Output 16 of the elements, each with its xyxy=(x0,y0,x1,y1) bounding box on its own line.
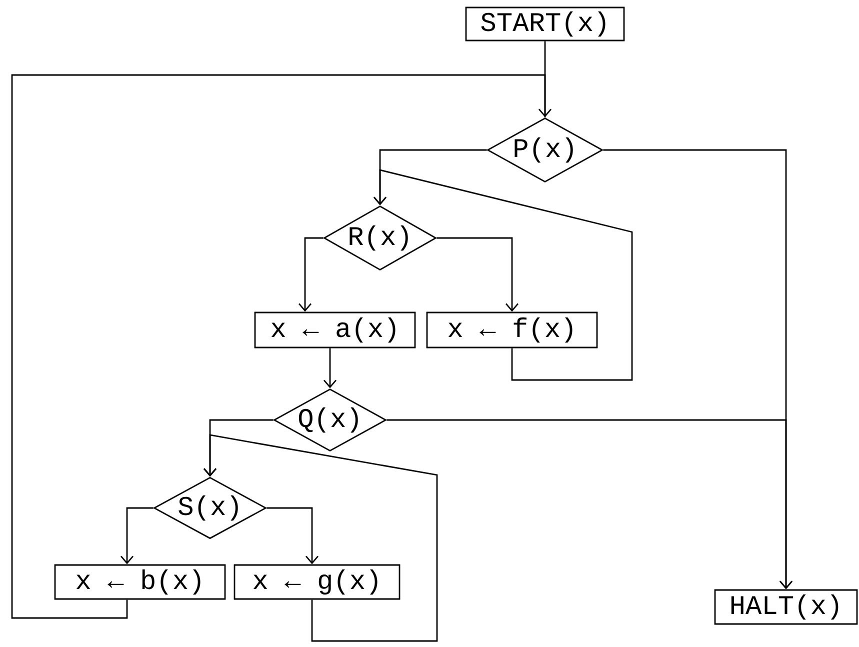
arrow xyxy=(203,434,438,642)
connector-line xyxy=(544,41,546,118)
arrow xyxy=(436,237,519,312)
process-box: x ← f(x) xyxy=(426,312,598,348)
arrow xyxy=(373,169,633,381)
arrow xyxy=(323,348,337,388)
process-box: HALT(x) xyxy=(714,589,858,625)
process-box: x ← a(x) xyxy=(254,312,416,348)
arrow xyxy=(266,507,319,564)
arrow xyxy=(298,237,324,312)
arrow xyxy=(11,74,552,619)
process-box: x ← g(x) xyxy=(234,564,400,600)
process-box: START(x) xyxy=(465,6,625,42)
arrow xyxy=(120,507,154,564)
arrow xyxy=(386,419,793,590)
process-box: x ← b(x) xyxy=(54,564,226,600)
